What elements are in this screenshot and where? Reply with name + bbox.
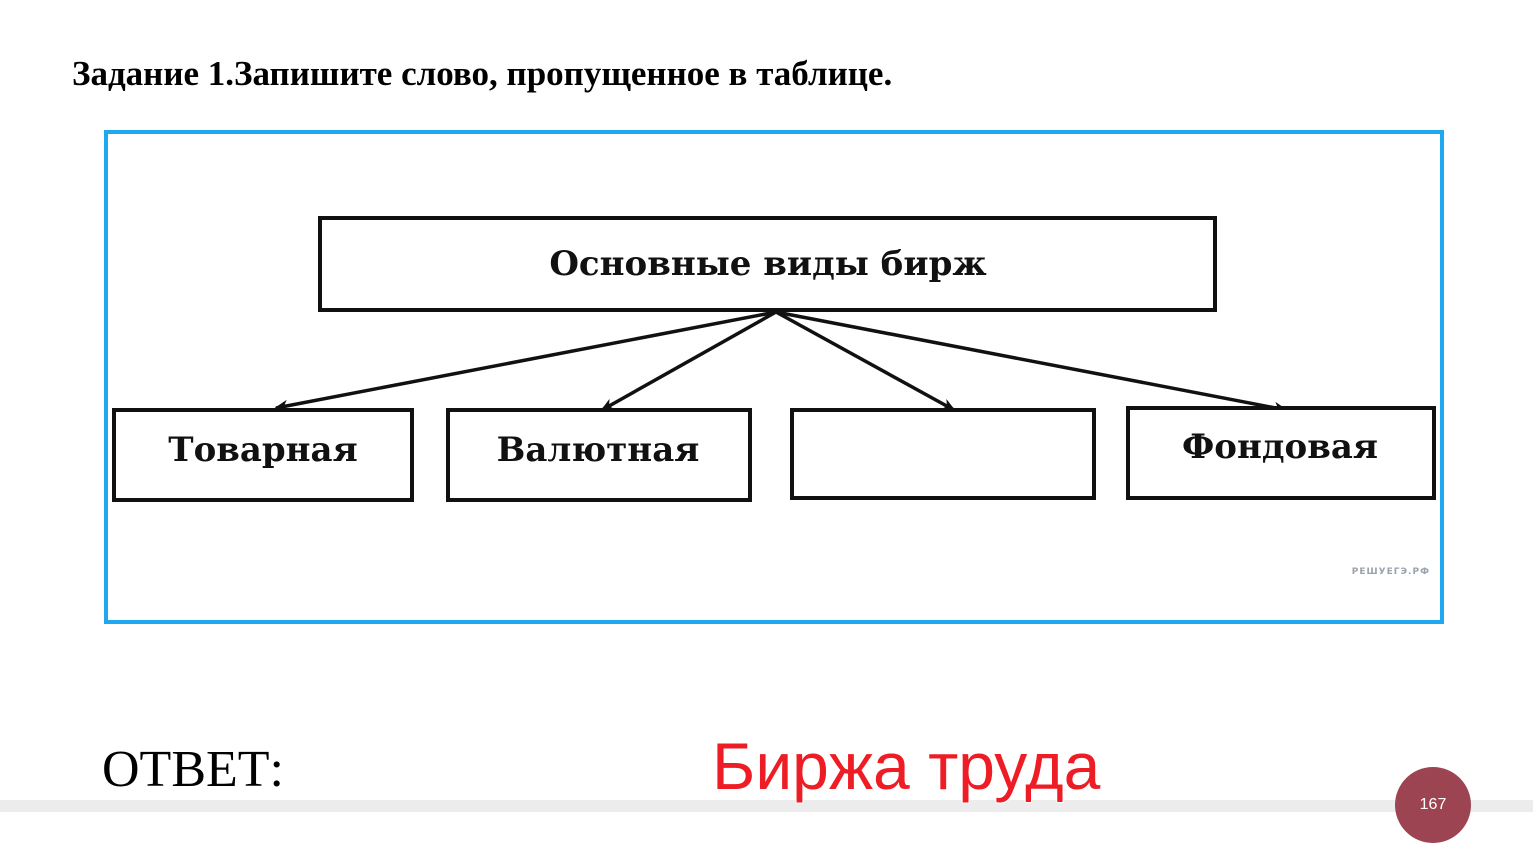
arrow-to-missing: [775, 310, 956, 412]
root-node-label: Основные виды бирж: [549, 244, 986, 284]
root-node-box: [318, 216, 1217, 312]
missing-node-box: [790, 408, 1096, 500]
diagram-frame: Основные виды бирж Товарная Валютная Фон…: [104, 130, 1444, 624]
commodity-node-box: [112, 408, 414, 502]
stock-node-box: [1126, 406, 1436, 500]
page-number: 167: [1419, 796, 1447, 813]
bottom-stripe: [0, 800, 1533, 812]
stock-node-label: Фондовая: [1182, 427, 1378, 467]
task-title: Задание 1.Запишите слово, пропущенное в …: [72, 54, 893, 93]
answer-label: ОТВЕТ:: [102, 741, 284, 798]
exchange-types-diagram: Основные виды бирж Товарная Валютная Фон…: [112, 216, 1436, 577]
watermark: РЕШУЕГЭ.РФ: [1352, 567, 1430, 577]
arrow-to-currency: [600, 310, 777, 412]
answer-value: Биржа труда: [711, 729, 1101, 804]
commodity-node-label: Товарная: [168, 430, 357, 470]
arrow-to-stock: [775, 310, 1288, 414]
arrow-to-commodity: [274, 310, 777, 412]
currency-node-label: Валютная: [497, 430, 700, 470]
page-number-badge: 167: [1395, 767, 1471, 843]
currency-node-box: [446, 408, 752, 502]
